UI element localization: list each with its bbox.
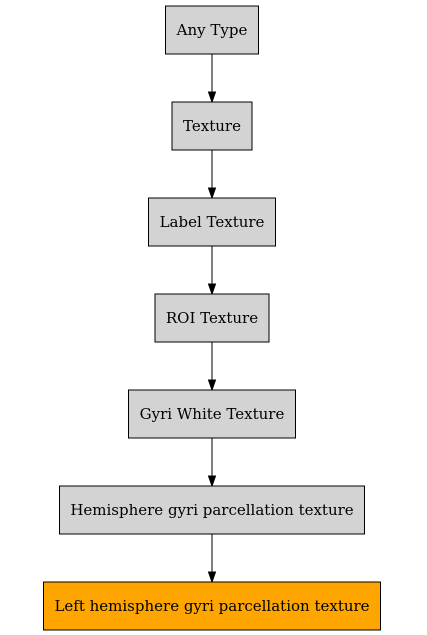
edge-texture-to-label-texture [207,150,217,200]
arrowhead-icon [207,379,217,392]
edge-gyri-white-texture-to-hemisphere-gyri-parcellation-texture [207,438,217,488]
node-hemisphere-gyri-parcellation-texture: Hemisphere gyri parcellation texture [59,485,365,535]
arrowhead-icon [207,283,217,296]
node-label-texture: Label Texture [148,197,276,247]
node-box [171,101,253,151]
node-box [128,389,296,439]
node-label: Label Texture [160,213,265,231]
edge-any-type-to-texture [207,54,217,104]
node-roi-texture: ROI Texture [154,293,270,343]
edge-hemisphere-gyri-parcellation-texture-to-left-hemisphere-gyri-parcellation-texture [207,534,217,584]
node-label: Hemisphere gyri parcellation texture [70,501,353,519]
arrowhead-icon [207,187,217,200]
arrowhead-icon [207,475,217,488]
edges-layer [207,54,217,584]
node-gyri-white-texture: Gyri White Texture [128,389,296,439]
node-left-hemisphere-gyri-parcellation-texture: Left hemisphere gyri parcellation textur… [43,581,381,631]
edge-roi-texture-to-gyri-white-texture [207,342,217,392]
node-any-type: Any Type [165,5,259,55]
node-texture: Texture [171,101,253,151]
arrowhead-icon [207,571,217,584]
node-label: ROI Texture [166,309,258,327]
node-label: Gyri White Texture [140,405,285,423]
node-box [154,293,270,343]
node-box [165,5,259,55]
node-box [59,485,365,535]
arrowhead-icon [207,91,217,104]
node-label: Texture [183,117,241,135]
node-label: Any Type [176,21,248,39]
node-box [43,581,381,631]
node-label: Left hemisphere gyri parcellation textur… [54,597,369,615]
node-box [148,197,276,247]
edge-label-texture-to-roi-texture [207,246,217,296]
